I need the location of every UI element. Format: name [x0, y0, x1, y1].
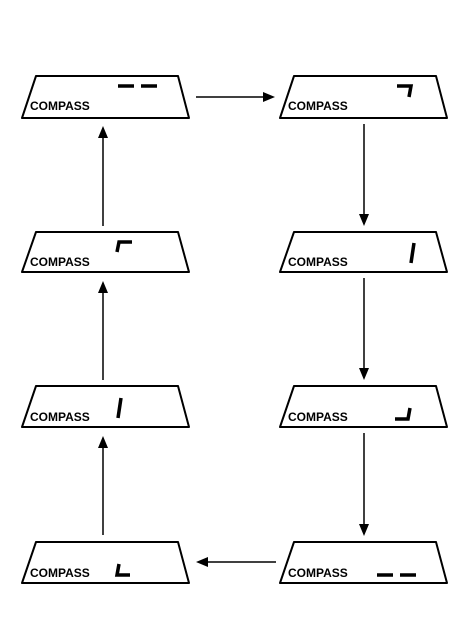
display-panel-right-upper: COMPASS — [279, 231, 448, 273]
display-panel-left-top: COMPASS — [21, 75, 190, 119]
display-label: COMPASS — [288, 410, 348, 424]
vertical-bar-icon — [409, 242, 416, 264]
arrow-left-bottom-to-left-lower — [98, 436, 108, 535]
display-label: COMPASS — [288, 255, 348, 269]
arrow-right-top-to-right-upper — [359, 124, 369, 226]
display-label: COMPASS — [288, 99, 348, 113]
bottom-right-hook-icon — [395, 407, 412, 421]
display-panel-right-lower: COMPASS — [279, 385, 448, 428]
arrow-left-upper-to-left-top — [98, 126, 108, 226]
vertical-bar-icon — [116, 397, 123, 419]
display-panel-left-lower: COMPASS — [21, 385, 190, 428]
top-left-hook-icon — [115, 240, 132, 253]
display-label: COMPASS — [30, 410, 90, 424]
arrow-left-lower-to-left-upper — [98, 281, 108, 380]
display-panel-right-top: COMPASS — [279, 75, 448, 119]
display-panel-left-bottom: COMPASS — [21, 541, 190, 584]
display-label: COMPASS — [30, 99, 90, 113]
display-label: COMPASS — [30, 255, 90, 269]
arrow-right-bottom-to-left-bottom — [196, 557, 276, 567]
display-label: COMPASS — [288, 566, 348, 580]
arrow-left-top-to-right-top — [196, 92, 275, 102]
arrow-right-upper-to-right-lower — [359, 278, 369, 380]
display-label: COMPASS — [30, 566, 90, 580]
display-panel-left-upper: COMPASS — [21, 231, 190, 273]
bottom-left-hook-icon — [114, 563, 130, 577]
display-panel-right-bottom: COMPASS — [279, 541, 448, 584]
arrow-right-lower-to-right-bottom — [359, 433, 369, 536]
top-right-hook-icon — [397, 84, 414, 98]
